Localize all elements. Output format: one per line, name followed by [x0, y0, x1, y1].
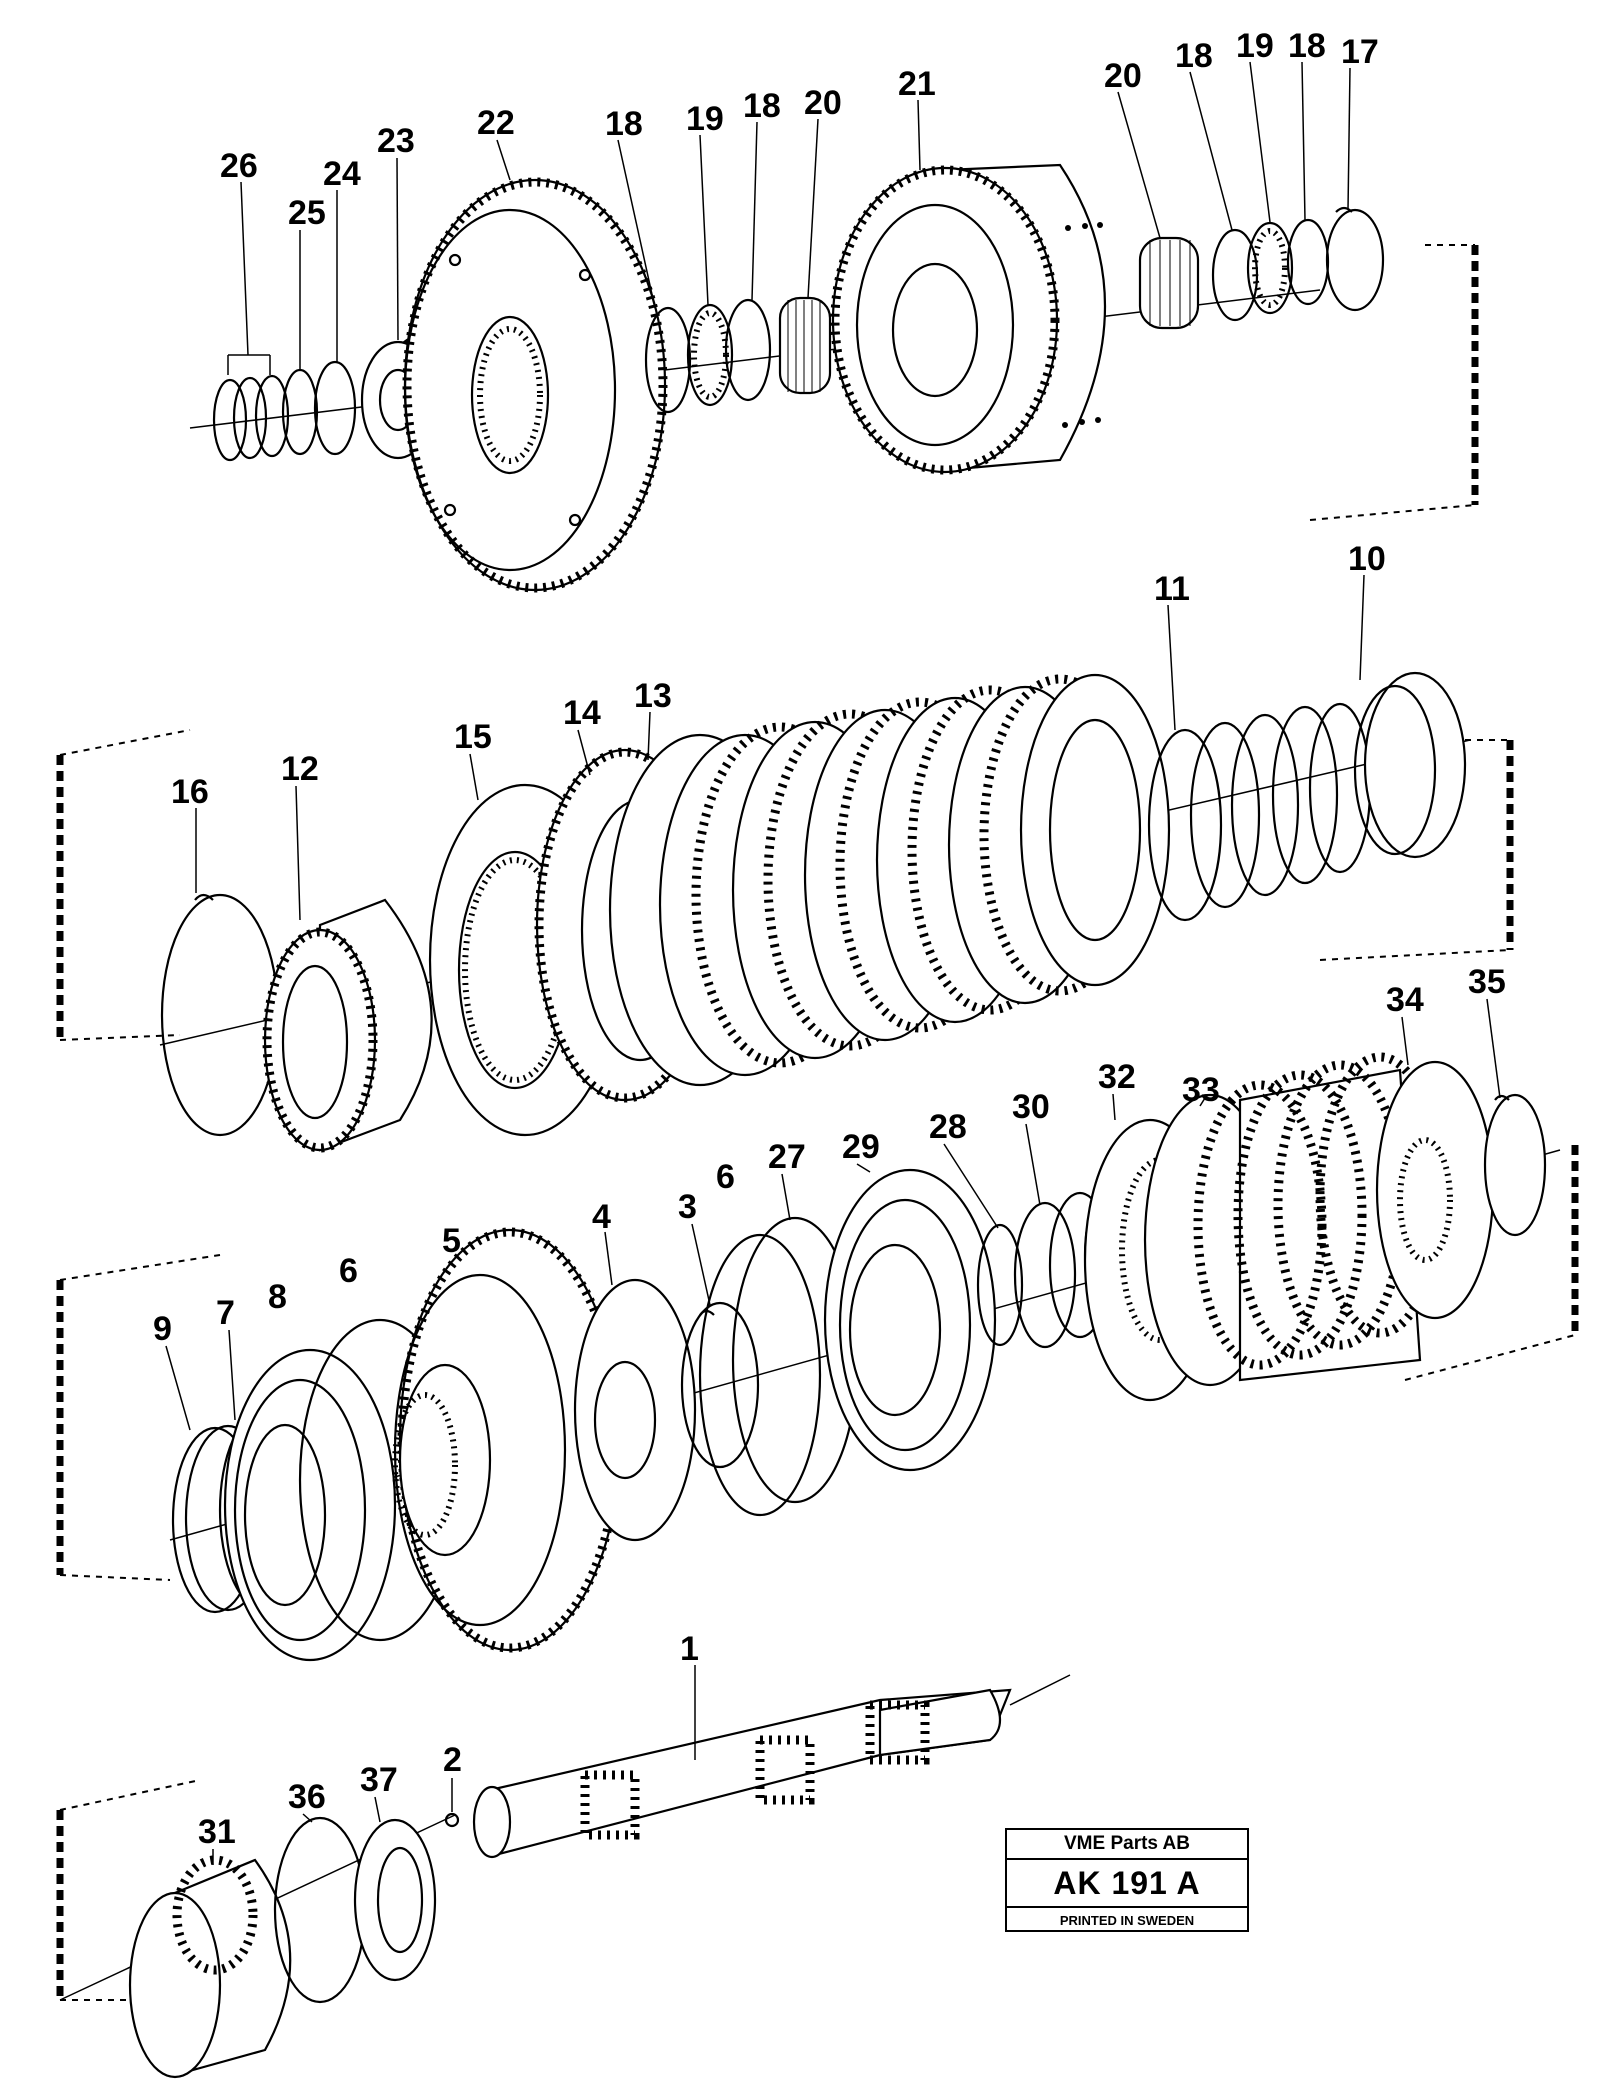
part-label: 1: [680, 1630, 699, 1668]
part-label: 25: [288, 194, 326, 232]
part-label: 18: [743, 87, 781, 125]
part-1-shaft: [472, 1674, 1071, 1859]
part-34-plate: [1375, 1060, 1495, 1320]
part-label: 20: [1104, 57, 1142, 95]
part-label: 16: [171, 773, 209, 811]
row-3-assembly: [56, 1052, 1579, 1662]
part-label: 34: [1386, 981, 1424, 1019]
part-19-bearing-b: [1246, 221, 1294, 315]
part-label: 2: [443, 1741, 462, 1779]
part-22-gear: [402, 177, 668, 593]
part-10-retainer: [1353, 671, 1467, 859]
part-36-ring: [273, 1816, 367, 2004]
part-18-ring-b: [724, 298, 772, 402]
part-label: 36: [288, 1778, 326, 1816]
part-label: 28: [929, 1108, 967, 1146]
part-label: 21: [898, 65, 936, 103]
part-20-needle-bearing-b: [1138, 236, 1200, 330]
part-label: 13: [634, 677, 672, 715]
part-label: 27: [768, 1138, 806, 1176]
part-label: 22: [477, 104, 515, 142]
part-label: 23: [377, 122, 415, 160]
part-label: 5: [442, 1222, 461, 1260]
row-4-assembly: [56, 1674, 1071, 2079]
part-17-snap-ring: [1325, 206, 1385, 312]
row-2-assembly: [56, 671, 1514, 1153]
part-29-piston: [823, 1168, 997, 1472]
part-label: 3: [678, 1188, 697, 1226]
part-label: 33: [1182, 1071, 1220, 1109]
part-label: 18: [1175, 37, 1213, 75]
part-2-ball: [444, 1812, 460, 1828]
part-13-disc-pack: [608, 673, 1171, 1087]
part-label: 17: [1341, 33, 1379, 71]
part-label: 15: [454, 718, 492, 756]
info-box: VME Parts AB AK 191 A PRINTED IN SWEDEN: [1005, 1828, 1249, 1932]
part-label: 32: [1098, 1058, 1136, 1096]
diagram-code: AK 191 A: [1007, 1860, 1247, 1908]
company-name: VME Parts AB: [1007, 1830, 1247, 1860]
part-label: 19: [1236, 27, 1274, 65]
part-label: 20: [804, 84, 842, 122]
part-label: 6: [339, 1252, 358, 1290]
row-1-assembly: [189, 163, 1479, 593]
part-label: 10: [1348, 540, 1386, 578]
part-24-ring: [313, 360, 357, 456]
part-label: 6: [716, 1158, 735, 1196]
part-label: 26: [220, 147, 258, 185]
part-4-plate: [573, 1278, 697, 1542]
part-16-snap-ring: [160, 893, 280, 1137]
part-label: 8: [268, 1278, 287, 1316]
leader-lines: [165, 61, 1501, 1865]
part-35-snap-ring: [1483, 1093, 1547, 1237]
part-label: 9: [153, 1310, 172, 1348]
part-8-piston: [223, 1348, 397, 1662]
part-6-seal-b: [698, 1233, 822, 1517]
part-26-shims: [212, 374, 290, 462]
part-label: 29: [842, 1128, 880, 1166]
part-label: 30: [1012, 1088, 1050, 1126]
part-label: 24: [323, 155, 361, 193]
part-18-ring-a: [644, 306, 692, 414]
part-label: 37: [360, 1761, 398, 1799]
part-label: 11: [1154, 570, 1190, 608]
part-labels: 1 2 3 4 5 6 6 7 8 9 10 11 12 13 14 15 16…: [153, 27, 1506, 1851]
part-20-needle-bearing-a: [778, 296, 832, 395]
part-11-springs: [1147, 702, 1372, 922]
printed-note: PRINTED IN SWEDEN: [1059, 1913, 1195, 1928]
part-label: 31: [198, 1813, 236, 1851]
part-12-hub: [262, 898, 433, 1153]
part-label: 4: [592, 1198, 611, 1236]
part-37-washer: [353, 1818, 437, 1982]
part-label: 18: [1288, 27, 1326, 65]
part-label: 14: [563, 694, 601, 732]
part-label: 12: [281, 750, 319, 788]
part-label: 18: [605, 105, 643, 143]
part-31-sleeve: [128, 1855, 292, 2079]
part-28-ring: [976, 1223, 1024, 1347]
part-label: 35: [1468, 963, 1506, 1001]
part-label: 19: [686, 100, 724, 138]
part-label: 7: [216, 1294, 235, 1332]
part-21-clutch-drum: [830, 163, 1106, 475]
